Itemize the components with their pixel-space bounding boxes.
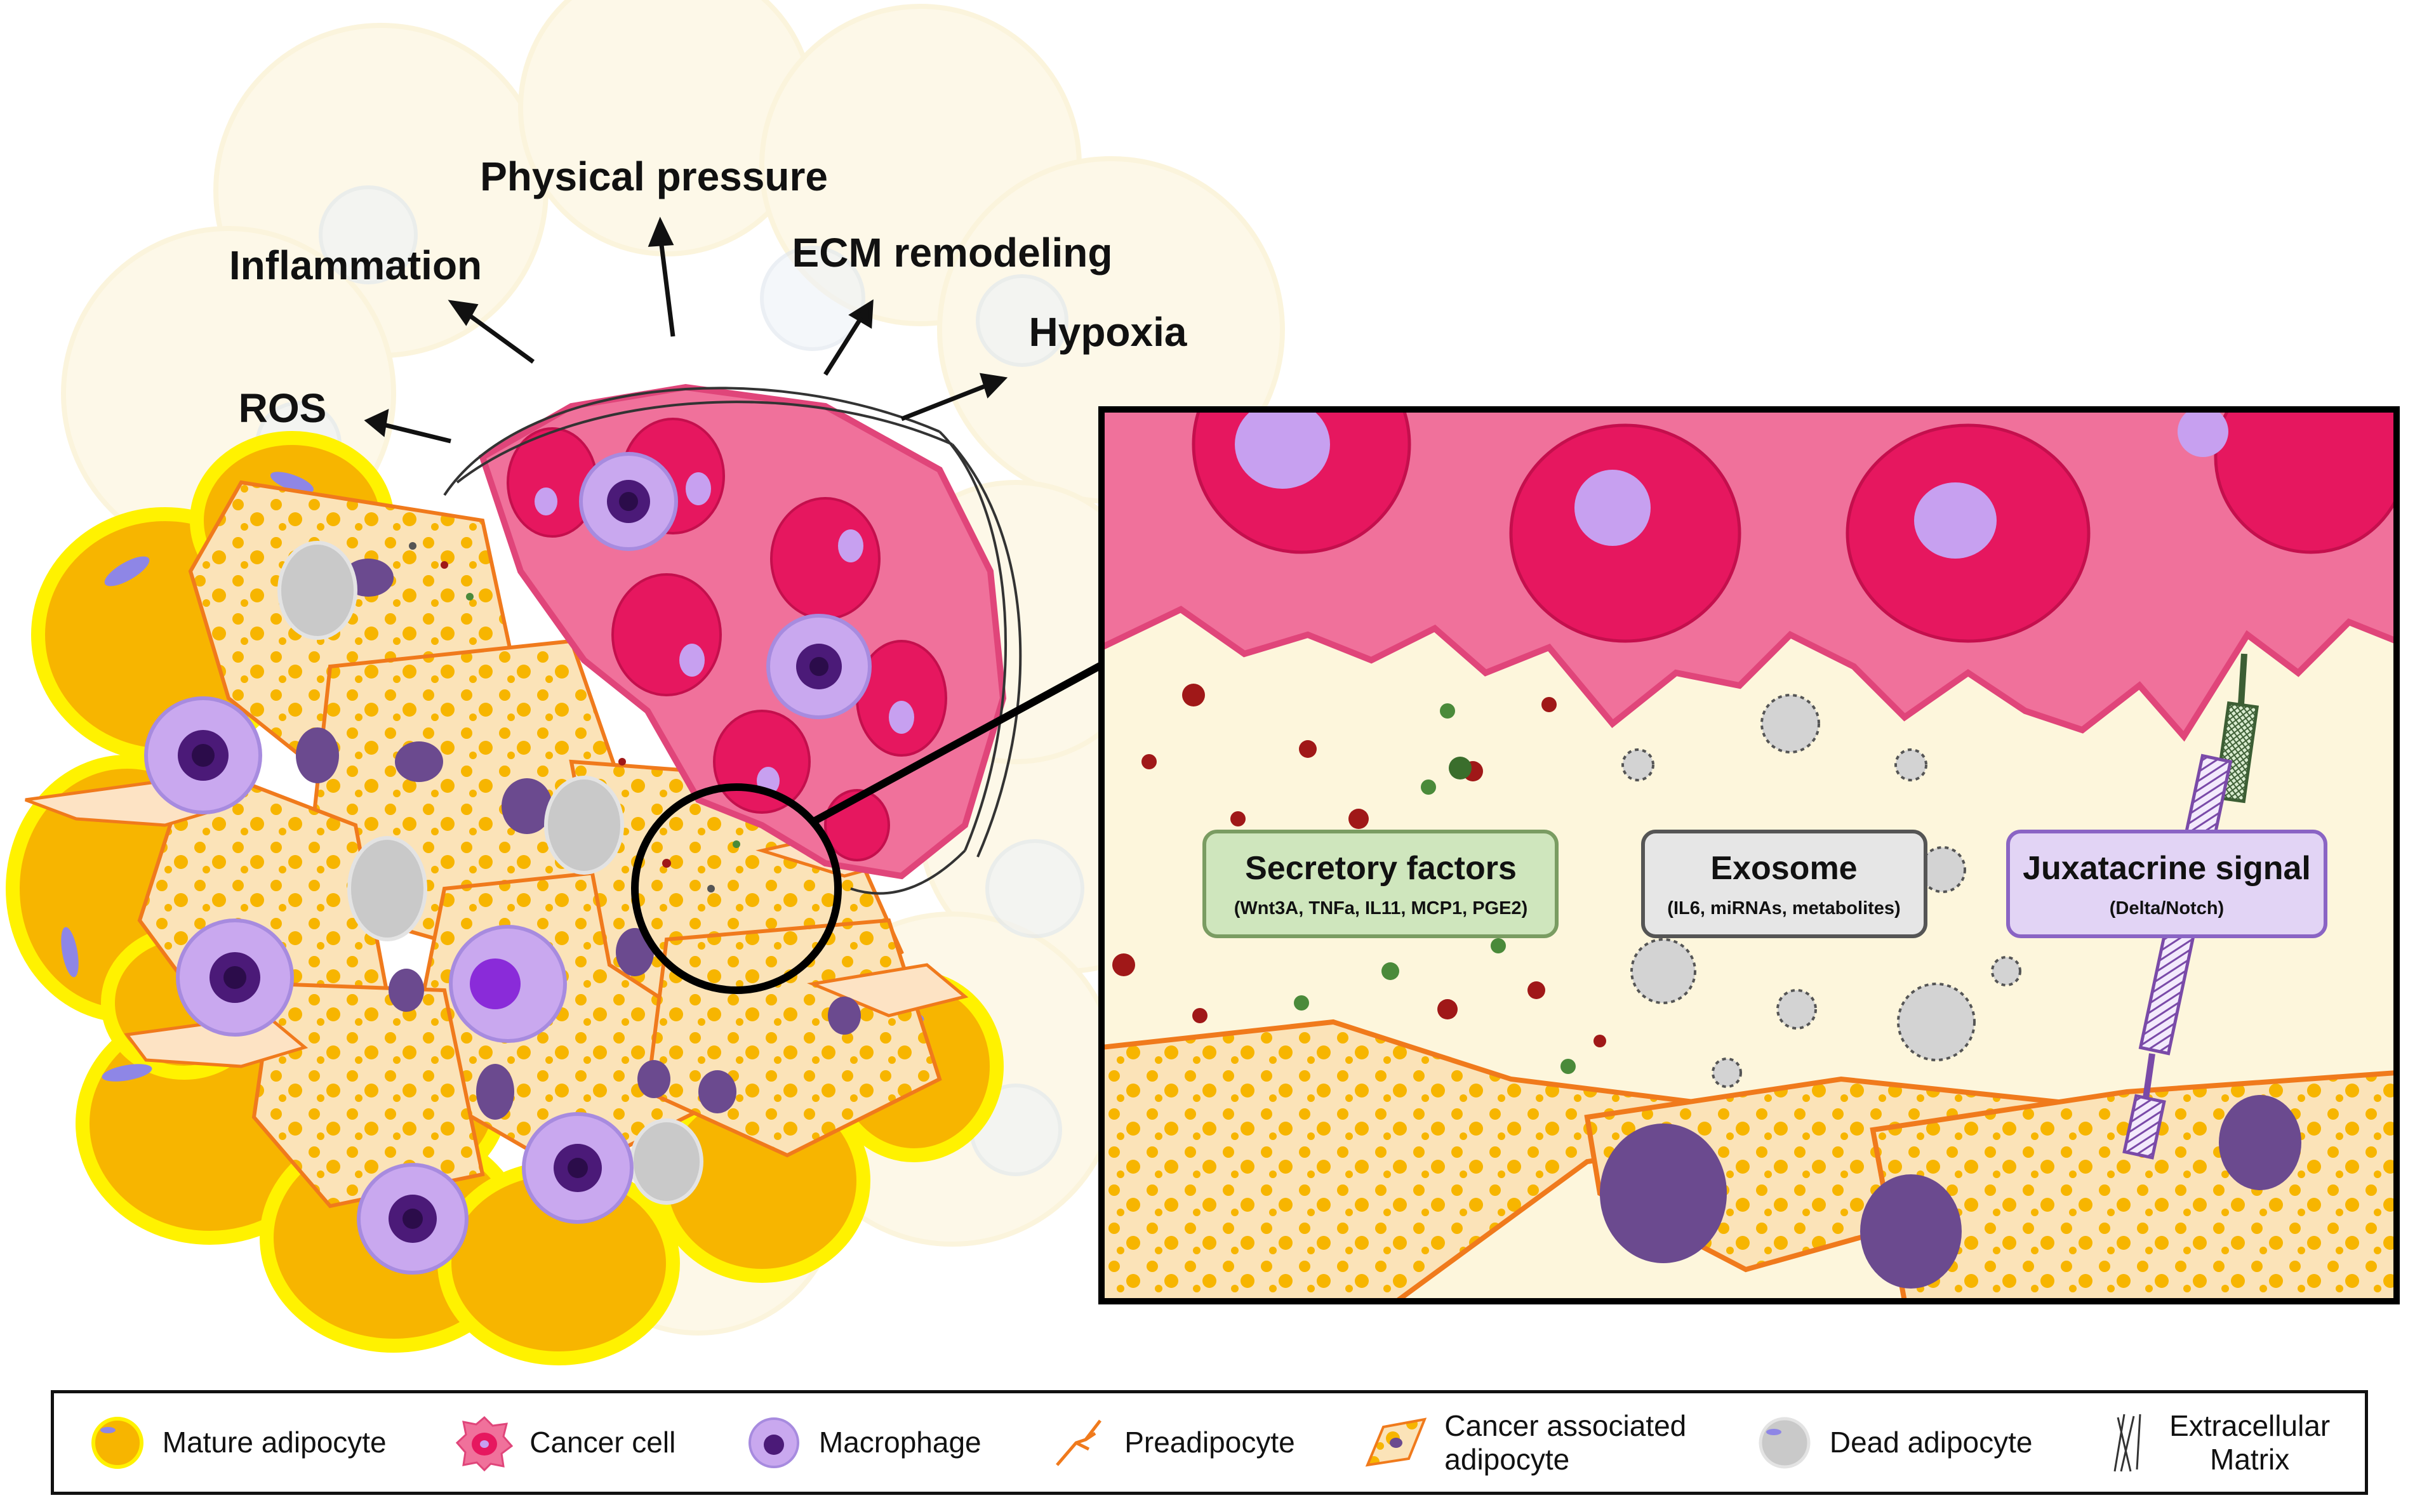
legend-extracellular-matrix: Extracellular Matrix (2102, 1409, 2330, 1476)
juxtacrine-box: Juxatacrine signal (Delta/Notch) (2006, 830, 2327, 938)
legend-label: Macrophage (818, 1426, 981, 1459)
cancer-associated-adipocyte-icon (1366, 1417, 1427, 1467)
macrophages (144, 696, 634, 1275)
legend: Mature adipocyte Cancer cell Macrophage … (51, 1390, 2368, 1495)
legend-label: adipocyte (1444, 1442, 1570, 1476)
label-ecm-remodeling: ECM remodeling (792, 230, 1113, 275)
mature-adipocyte-icon (91, 1416, 143, 1469)
legend-label: Dead adipocyte (1829, 1426, 2033, 1459)
effect-arrows (364, 216, 1008, 444)
secretory-title: Secretory factors (1245, 850, 1517, 887)
juxtacrine-title: Juxatacrine signal (2023, 850, 2311, 887)
label-inflammation: Inflammation (229, 242, 482, 288)
cancer-cell-icon (456, 1416, 514, 1471)
label-ros: ROS (239, 385, 327, 431)
effect-labels: Physical pressure Inflammation ECM remod… (229, 154, 1187, 431)
zoom-panel (1098, 406, 2400, 1304)
legend-macrophage: Macrophage (745, 1414, 981, 1471)
legend-mature-adipocyte: Mature adipocyte (89, 1414, 387, 1471)
legend-label: Matrix (2210, 1442, 2290, 1476)
exosome-title: Exosome (1710, 850, 1857, 887)
extracellular-matrix-fibers (443, 387, 1022, 895)
legend-label: Cancer associated (1444, 1409, 1687, 1442)
zoom-cancer-nucleoli (1235, 409, 2228, 559)
macrophage-icon (748, 1417, 799, 1468)
legend-cancer-associated-adipocyte: Cancer associated adipocyte (1364, 1409, 1686, 1476)
legend-preadipocyte: Preadipocyte (1051, 1414, 1295, 1471)
legend-label: Mature adipocyte (162, 1426, 387, 1459)
tumor-macrophage (766, 614, 872, 719)
extracellular-matrix-icon (2113, 1414, 2141, 1471)
legend-label: Cancer cell (529, 1426, 676, 1459)
secretory-detail: (Wnt3A, TNFa, IL11, MCP1, PGE2) (1234, 898, 1527, 918)
cancer-cell-nuclei (507, 418, 947, 861)
secreted-particles (409, 542, 740, 892)
magnifier (631, 660, 1107, 994)
legend-cancer-cell: Cancer cell (456, 1414, 675, 1471)
exosome-box: Exosome (IL6, miRNAs, metabolites) (1641, 830, 1927, 938)
legend-dead-adipocyte: Dead adipocyte (1756, 1414, 2033, 1471)
legend-label: Extracellular (2169, 1409, 2331, 1442)
label-hypoxia: Hypoxia (1029, 309, 1187, 355)
exosome-detail: (IL6, miRNAs, metabolites) (1667, 898, 1900, 918)
preadipocyte-icon (1056, 1419, 1102, 1466)
tumor-macrophage (579, 452, 678, 551)
juxtacrine-detail: (Delta/Notch) (2110, 898, 2224, 918)
label-physical-pressure: Physical pressure (480, 154, 828, 199)
zoom-caa-nuclei (1600, 1095, 2301, 1289)
tumor-mass (478, 383, 1007, 880)
legend-label: Preadipocyte (1124, 1426, 1295, 1459)
caa-nuclei (296, 559, 861, 1120)
secretory-factors-box: Secretory factors (Wnt3A, TNFa, IL11, MC… (1202, 830, 1559, 938)
dead-adipocyte-icon (1759, 1417, 1811, 1468)
zoom-secreted-particles (1112, 684, 1606, 1074)
